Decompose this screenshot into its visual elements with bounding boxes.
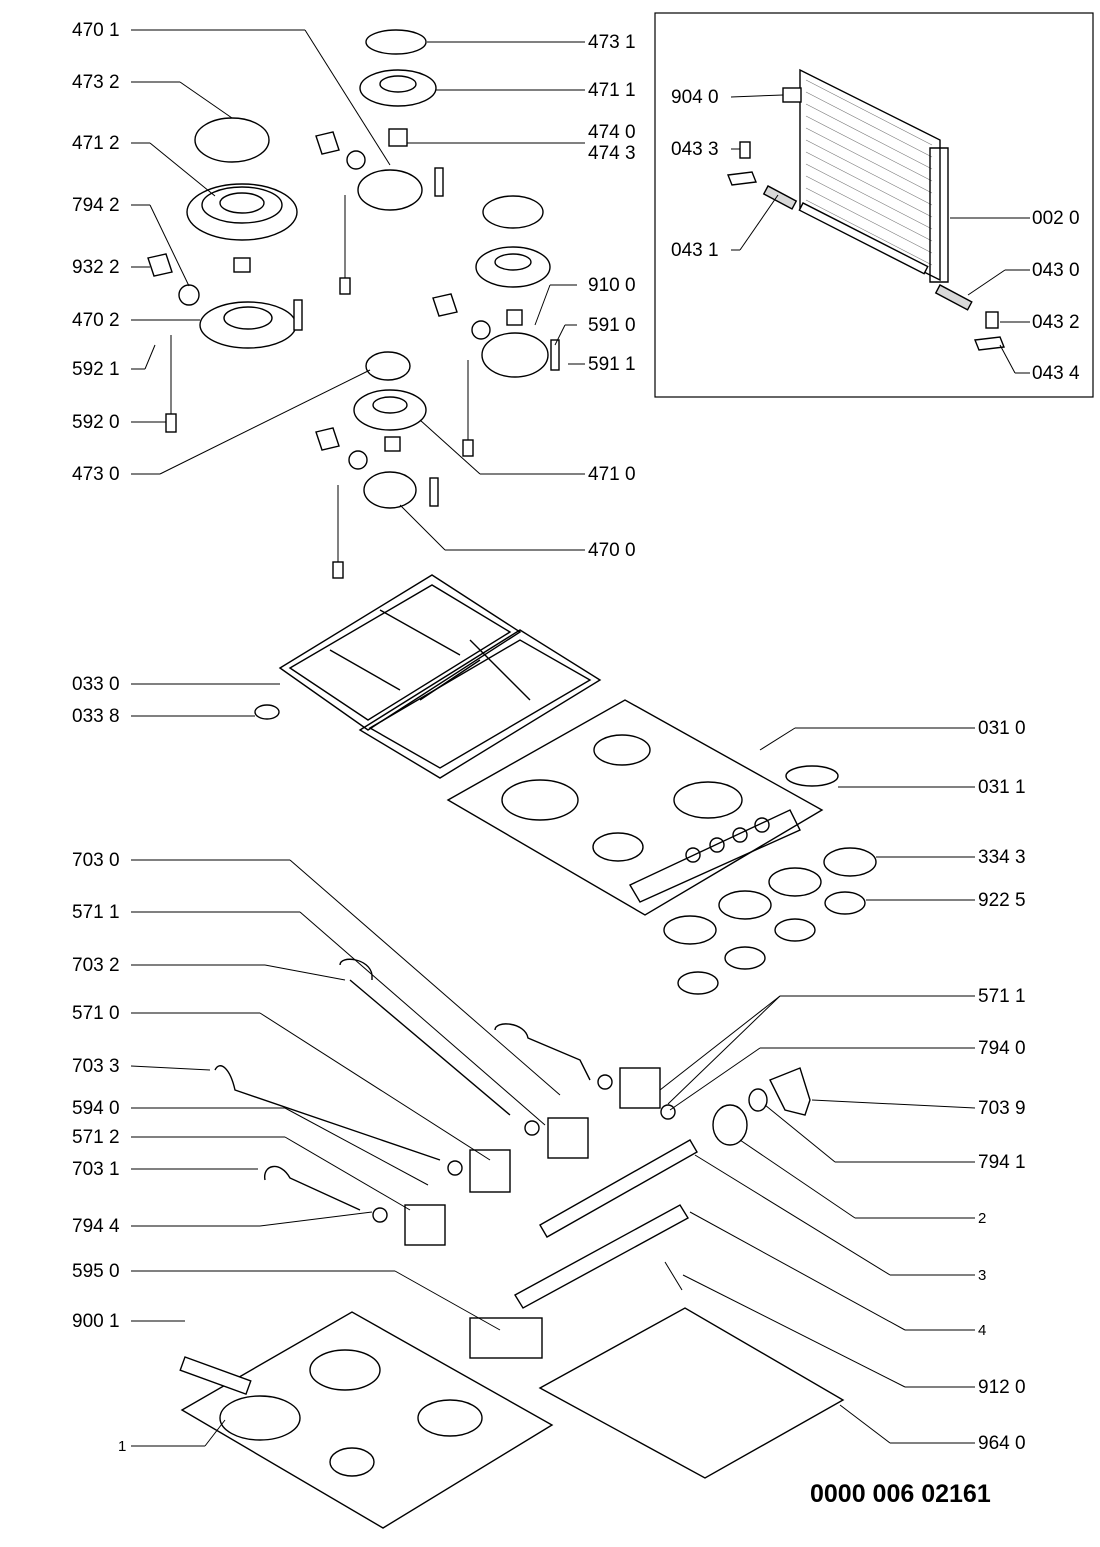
part-595-0	[469, 1317, 543, 1359]
label-043-2: 043 2	[1032, 312, 1080, 333]
part-904-0	[782, 87, 802, 103]
label-592-0: 592 0	[72, 412, 120, 433]
part-043-2	[985, 311, 999, 329]
label-794-1: 794 1	[978, 1152, 1026, 1173]
pan-supports	[254, 574, 602, 779]
label-043-4: 043 4	[1032, 363, 1080, 384]
label-474-3: 474 3	[588, 143, 636, 164]
part-031-1	[785, 765, 839, 787]
label-033-8: 033 8	[72, 706, 120, 727]
label-703-0: 703 0	[72, 850, 120, 871]
label-470-1: 470 1	[72, 20, 120, 41]
base-pan	[179, 1307, 845, 1529]
label-473-0: 473 0	[72, 464, 120, 485]
label-912-0: 912 0	[978, 1377, 1026, 1398]
drawing-number: 0000 006 02161	[810, 1480, 991, 1508]
label-473-1: 473 1	[588, 32, 636, 53]
label-471-2: 471 2	[72, 133, 120, 154]
part-033-8	[254, 704, 280, 720]
label-703-3: 703 3	[72, 1056, 120, 1077]
label-964-0: 964 0	[978, 1433, 1026, 1454]
leader-lines	[130, 29, 1030, 1447]
label-591-0: 591 0	[588, 315, 636, 336]
label-043-0: 043 0	[1032, 260, 1080, 281]
label-4: 4	[978, 1322, 986, 1339]
label-571-1-left: 571 1	[72, 902, 120, 923]
label-571-0: 571 0	[72, 1003, 120, 1024]
part-043-3	[739, 141, 751, 159]
label-471-0: 471 0	[588, 464, 636, 485]
label-043-3: 043 3	[671, 139, 719, 160]
burner-parts	[147, 29, 560, 579]
label-473-2: 473 2	[72, 72, 120, 93]
label-474-0: 474 0	[588, 122, 636, 143]
part-2-nut	[712, 1104, 748, 1146]
part-900-1	[179, 1356, 252, 1395]
label-043-1: 043 1	[671, 240, 719, 261]
label-334-3: 334 3	[978, 847, 1026, 868]
label-703-9: 703 9	[978, 1098, 1026, 1119]
gas-pipes-valves	[214, 958, 811, 1309]
label-571-2: 571 2	[72, 1127, 120, 1148]
knobs-rings	[663, 847, 877, 995]
label-2: 2	[978, 1210, 986, 1227]
label-471-1: 471 1	[588, 80, 636, 101]
label-922-5: 922 5	[978, 890, 1026, 911]
label-591-1: 591 1	[588, 354, 636, 375]
part-043-4	[974, 336, 1005, 351]
label-031-0: 031 0	[978, 718, 1026, 739]
label-703-1: 703 1	[72, 1159, 120, 1180]
part-043-1	[762, 185, 798, 210]
label-900-1: 900 1	[72, 1311, 120, 1332]
label-033-0: 033 0	[72, 674, 120, 695]
part-labels: 470 1 473 2 471 2 794 2 932 2 470 2 592 …	[72, 20, 1080, 1508]
label-794-2: 794 2	[72, 195, 120, 216]
label-703-2: 703 2	[72, 955, 120, 976]
label-002-0: 002 0	[1032, 208, 1080, 229]
label-3: 3	[978, 1267, 986, 1284]
label-031-1: 031 1	[978, 777, 1026, 798]
label-571-1-right: 571 1	[978, 986, 1026, 1007]
part-703-9	[769, 1067, 811, 1116]
label-470-0: 470 0	[588, 540, 636, 561]
label-794-4: 794 4	[72, 1216, 120, 1237]
label-595-0: 595 0	[72, 1261, 120, 1282]
label-1: 1	[118, 1438, 126, 1455]
hob-top	[446, 699, 839, 916]
label-794-0: 794 0	[978, 1038, 1026, 1059]
label-470-2: 470 2	[72, 310, 120, 331]
part-043-0	[934, 284, 973, 311]
label-904-0: 904 0	[671, 87, 719, 108]
label-592-1: 592 1	[72, 359, 120, 380]
inset-panel	[654, 12, 1094, 398]
part-043-4-top	[727, 171, 757, 186]
label-910-0: 910 0	[588, 275, 636, 296]
label-594-0: 594 0	[72, 1098, 120, 1119]
label-932-2: 932 2	[72, 257, 120, 278]
